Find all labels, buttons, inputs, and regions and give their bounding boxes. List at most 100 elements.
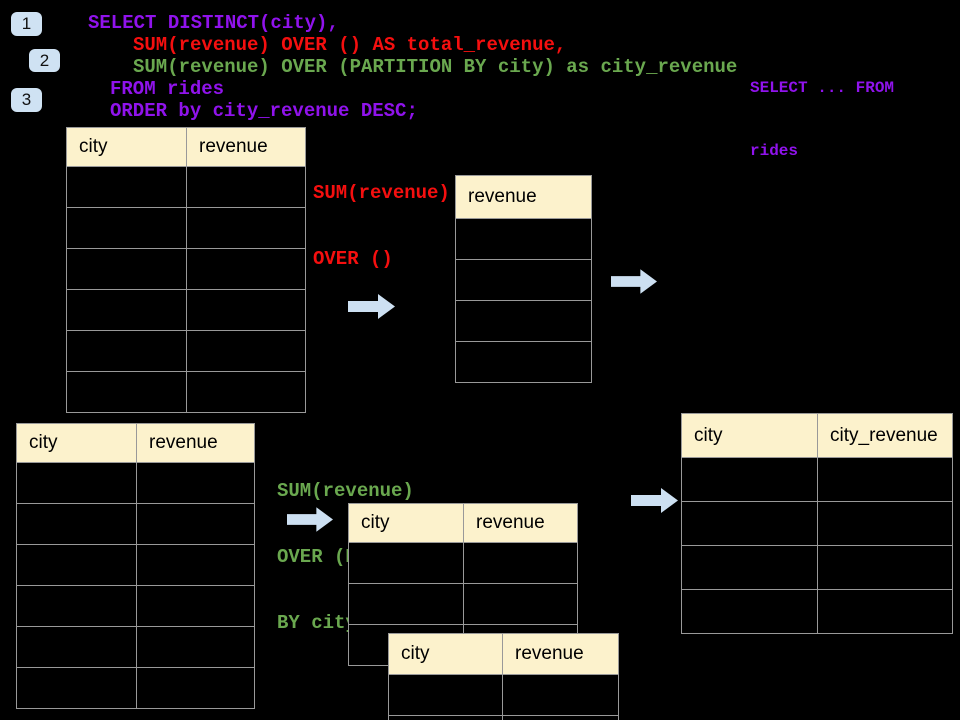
table-body — [66, 166, 306, 413]
table-cell — [16, 503, 137, 545]
sql-line-total-revenue: SUM(revenue) OVER () AS total_revenue, — [133, 34, 567, 56]
table-cell — [817, 457, 953, 502]
table-cell — [16, 544, 137, 586]
label-total-revenue-window: SUM(revenue) OVER () — [313, 138, 450, 314]
table-cell — [66, 330, 187, 372]
table-cell — [817, 589, 953, 634]
table-header-row: city city_revenue — [681, 413, 953, 458]
table-row — [16, 626, 255, 668]
table-header-row: revenue — [455, 175, 592, 219]
column-header-revenue: revenue — [502, 633, 619, 675]
column-header-revenue: revenue — [186, 127, 306, 167]
table-cell — [463, 542, 578, 584]
table-cell — [502, 674, 619, 716]
column-header-city: city — [348, 503, 464, 543]
table-cell — [136, 626, 255, 668]
table-cell — [817, 501, 953, 546]
label-total-line-2: OVER () — [313, 248, 393, 270]
table-row — [455, 341, 592, 383]
sql-line-order-by: ORDER by city_revenue DESC; — [110, 100, 418, 122]
table-row — [348, 583, 578, 625]
column-header-city-revenue: city_revenue — [817, 413, 953, 458]
table-cell — [66, 207, 187, 249]
table-cell — [817, 545, 953, 590]
sql-line-city-revenue: SUM(revenue) OVER (PARTITION BY city) as… — [133, 56, 738, 78]
table-cell — [66, 166, 187, 208]
arrow-right-icon — [611, 269, 657, 294]
table-cell — [681, 457, 818, 502]
table-row — [66, 330, 306, 372]
label-partition-line-1: SUM(revenue) — [277, 480, 414, 502]
table-row — [455, 218, 592, 260]
table-body — [681, 457, 953, 634]
table-cell — [681, 589, 818, 634]
source-table-bottom: city revenue — [16, 423, 255, 709]
table-row — [66, 248, 306, 290]
table-cell — [136, 667, 255, 709]
step-badge-1: 1 — [11, 12, 42, 36]
column-header-revenue: revenue — [455, 175, 592, 219]
column-header-revenue: revenue — [136, 423, 255, 463]
table-cell — [681, 501, 818, 546]
table-cell — [16, 667, 137, 709]
table-row — [681, 545, 953, 590]
sql-line-select: SELECT DISTINCT(city), — [88, 12, 339, 34]
total-revenue-table: revenue — [455, 175, 592, 383]
table-row — [681, 457, 953, 502]
table-cell — [66, 248, 187, 290]
step-badge-3: 3 — [11, 88, 42, 112]
table-cell — [681, 545, 818, 590]
table-cell — [186, 248, 306, 290]
table-cell — [186, 166, 306, 208]
table-cell — [136, 544, 255, 586]
table-cell — [455, 341, 592, 383]
table-row — [16, 667, 255, 709]
table-cell — [463, 583, 578, 625]
table-row — [66, 207, 306, 249]
side-note-line-2: rides — [750, 142, 799, 160]
table-cell — [66, 289, 187, 331]
table-row — [16, 503, 255, 545]
table-row — [66, 166, 306, 208]
side-note-select-from-rides: SELECT ... FROM rides — [750, 36, 894, 204]
table-cell — [16, 462, 137, 504]
table-body — [16, 462, 255, 709]
table-cell — [186, 330, 306, 372]
table-cell — [16, 585, 137, 627]
table-cell — [388, 715, 503, 720]
column-header-city: city — [66, 127, 187, 167]
table-cell — [136, 585, 255, 627]
table-row — [388, 715, 619, 720]
table-row — [455, 300, 592, 342]
arrow-right-icon — [348, 294, 395, 319]
table-cell — [186, 207, 306, 249]
table-cell — [455, 218, 592, 260]
column-header-city: city — [16, 423, 137, 463]
table-cell — [66, 371, 187, 413]
table-row — [16, 585, 255, 627]
table-body — [455, 218, 592, 383]
partition-overlay-table: city revenue — [388, 633, 619, 720]
table-cell — [502, 715, 619, 720]
table-cell — [348, 542, 464, 584]
table-row — [348, 542, 578, 584]
table-row — [455, 259, 592, 301]
table-cell — [186, 289, 306, 331]
table-row — [66, 371, 306, 413]
table-row — [681, 501, 953, 546]
final-result-table: city city_revenue — [681, 413, 953, 634]
table-cell — [16, 626, 137, 668]
table-cell — [455, 259, 592, 301]
table-row — [16, 462, 255, 504]
table-header-row: city revenue — [348, 503, 578, 543]
table-header-row: city revenue — [388, 633, 619, 675]
sql-line-from: FROM rides — [110, 78, 225, 100]
partition-step-table: city revenue — [348, 503, 578, 666]
table-row — [388, 674, 619, 716]
label-total-line-1: SUM(revenue) — [313, 182, 450, 204]
arrow-right-icon — [631, 488, 678, 513]
column-header-revenue: revenue — [463, 503, 578, 543]
source-table-top: city revenue — [66, 127, 306, 413]
table-cell — [186, 371, 306, 413]
